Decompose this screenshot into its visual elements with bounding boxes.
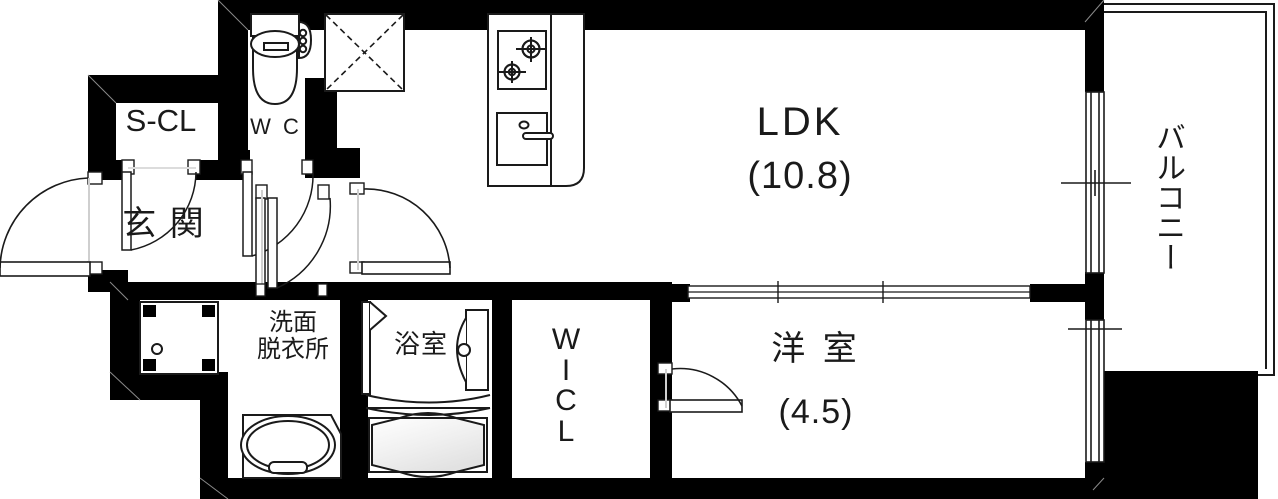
- room-label-entrance: 玄 関: [122, 205, 206, 243]
- room-label-walk-in-closet: W I C L: [551, 323, 581, 448]
- entrance-door[interactable]: [0, 171, 103, 277]
- vanity-sink: [240, 414, 342, 479]
- wall-bevels: [87, 0, 1105, 499]
- pipe-shaft: [324, 13, 405, 92]
- room-label-western-room: 洋 室: [771, 330, 861, 368]
- ldk-bedroom-partition[interactable]: [687, 281, 1031, 303]
- bathroom-interior: [361, 301, 491, 478]
- room-label-washroom: 洗面 脱衣所: [257, 309, 329, 363]
- kitchen-sink: [496, 112, 554, 166]
- walls: [88, 0, 1258, 499]
- room-label-shoe-closet: S-CL: [125, 103, 197, 138]
- bathroom-door: [361, 301, 388, 395]
- room-label-toilet: W C: [250, 114, 302, 139]
- washing-machine-pan: [139, 301, 219, 375]
- room-label-ldk: LDK: [756, 100, 844, 144]
- ldk-entry-door[interactable]: [349, 182, 451, 275]
- balcony-outline: [1104, 3, 1275, 376]
- room-label-balcony: バルコニー: [1151, 122, 1184, 272]
- room-label-bathroom: 浴室: [393, 329, 448, 359]
- western-room-door[interactable]: [657, 362, 743, 413]
- hallway-door[interactable]: [255, 184, 332, 297]
- room-area-western-room: (4.5): [778, 393, 854, 431]
- kitchen-stove-two-burner: [497, 30, 547, 90]
- toilet-fixture: [250, 13, 313, 106]
- room-area-ldk: (10.8): [747, 155, 853, 197]
- balcony-sliding-doors[interactable]: [1061, 91, 1131, 463]
- shoe-closet-door[interactable]: [121, 159, 201, 251]
